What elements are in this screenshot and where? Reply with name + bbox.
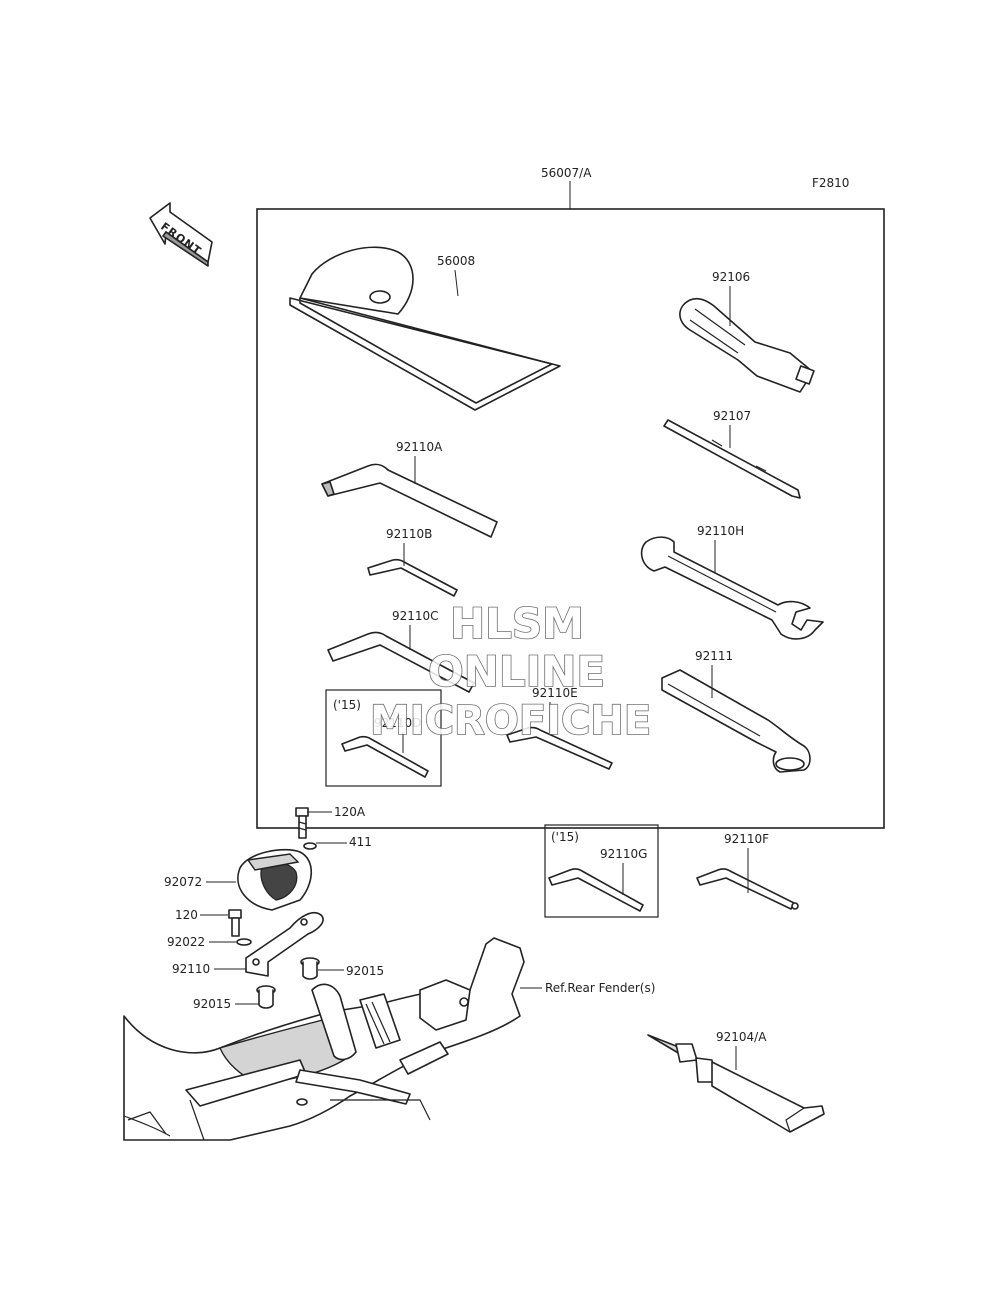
hex-wrench-a (321, 463, 498, 538)
label-open-wrench-h: 92110H (697, 524, 744, 538)
tool-pouch (289, 246, 561, 411)
year-note-g: ('15) (551, 830, 579, 844)
label-collar-lower: 92015 (193, 997, 231, 1011)
label-extension-bar: 92111 (695, 649, 733, 663)
label-cap-92072: 92072 (164, 875, 202, 889)
open-wrench-h (640, 536, 824, 640)
label-hex-wrench-e: 92110E (532, 686, 578, 700)
extension-bar (661, 669, 811, 773)
bolt-120 (228, 909, 242, 937)
bolt-120a (295, 807, 309, 839)
cap-92072 (237, 848, 313, 911)
watermark-line-2: ONLINE (428, 647, 605, 696)
label-bracket-92110: 92110 (172, 962, 210, 976)
label-hex-wrench-a: 92110A (396, 440, 443, 454)
label-hex-wrench-f: 92110F (724, 832, 769, 846)
label-screwdriver-handle: 92106 (712, 270, 750, 284)
label-hex-wrench-c: 92110C (392, 609, 439, 623)
watermark-line-3: MICROFICHE (370, 698, 651, 744)
label-washer-92022: 92022 (167, 935, 205, 949)
reference-note: Ref.Rear Fender(s) (545, 981, 655, 995)
watermark-line-1: HLSM (450, 599, 584, 648)
hex-wrench-e (506, 726, 613, 770)
hex-wrench-f (696, 868, 799, 910)
collar-lower (256, 985, 276, 1009)
bracket-92110 (245, 912, 324, 977)
screwdriver-bit (663, 419, 801, 499)
tool-kit-frame (256, 208, 885, 829)
label-bolt-120: 120 (175, 908, 198, 922)
label-screwdriver-bit: 92107 (713, 409, 751, 423)
year-box-d (325, 689, 442, 787)
collar-upper (300, 957, 320, 980)
watermark: HLSM ONLINE MICROFICHE (369, 598, 652, 745)
label-hex-wrench-b: 92110B (386, 527, 432, 541)
hex-wrench-g (548, 868, 644, 912)
front-arrow-icon: FRONT (149, 202, 213, 267)
label-bolt-120a: 120A (334, 805, 366, 819)
tube-sealant (647, 1034, 825, 1133)
label-hex-wrench-g: 92110G (600, 847, 647, 861)
screwdriver-handle (679, 297, 815, 393)
diagram-code: F2810 (812, 176, 849, 190)
label-hex-wrench-d: 92110D (374, 716, 421, 730)
washer-92022 (236, 938, 252, 946)
label-collar-upper: 92015 (346, 964, 384, 978)
label-pouch: 56008 (437, 254, 475, 268)
label-washer-411: 411 (349, 835, 372, 849)
hex-wrench-d (341, 735, 429, 778)
washer-411 (303, 842, 317, 850)
hex-wrench-c (327, 631, 475, 693)
hex-wrench-b (367, 558, 458, 597)
label-tube-sealant: 92104/A (716, 1030, 767, 1044)
year-note-d: ('15) (333, 698, 361, 712)
rear-fender-assembly (123, 937, 525, 1141)
kit-label: 56007/A (541, 166, 592, 180)
year-box-g (544, 824, 659, 918)
